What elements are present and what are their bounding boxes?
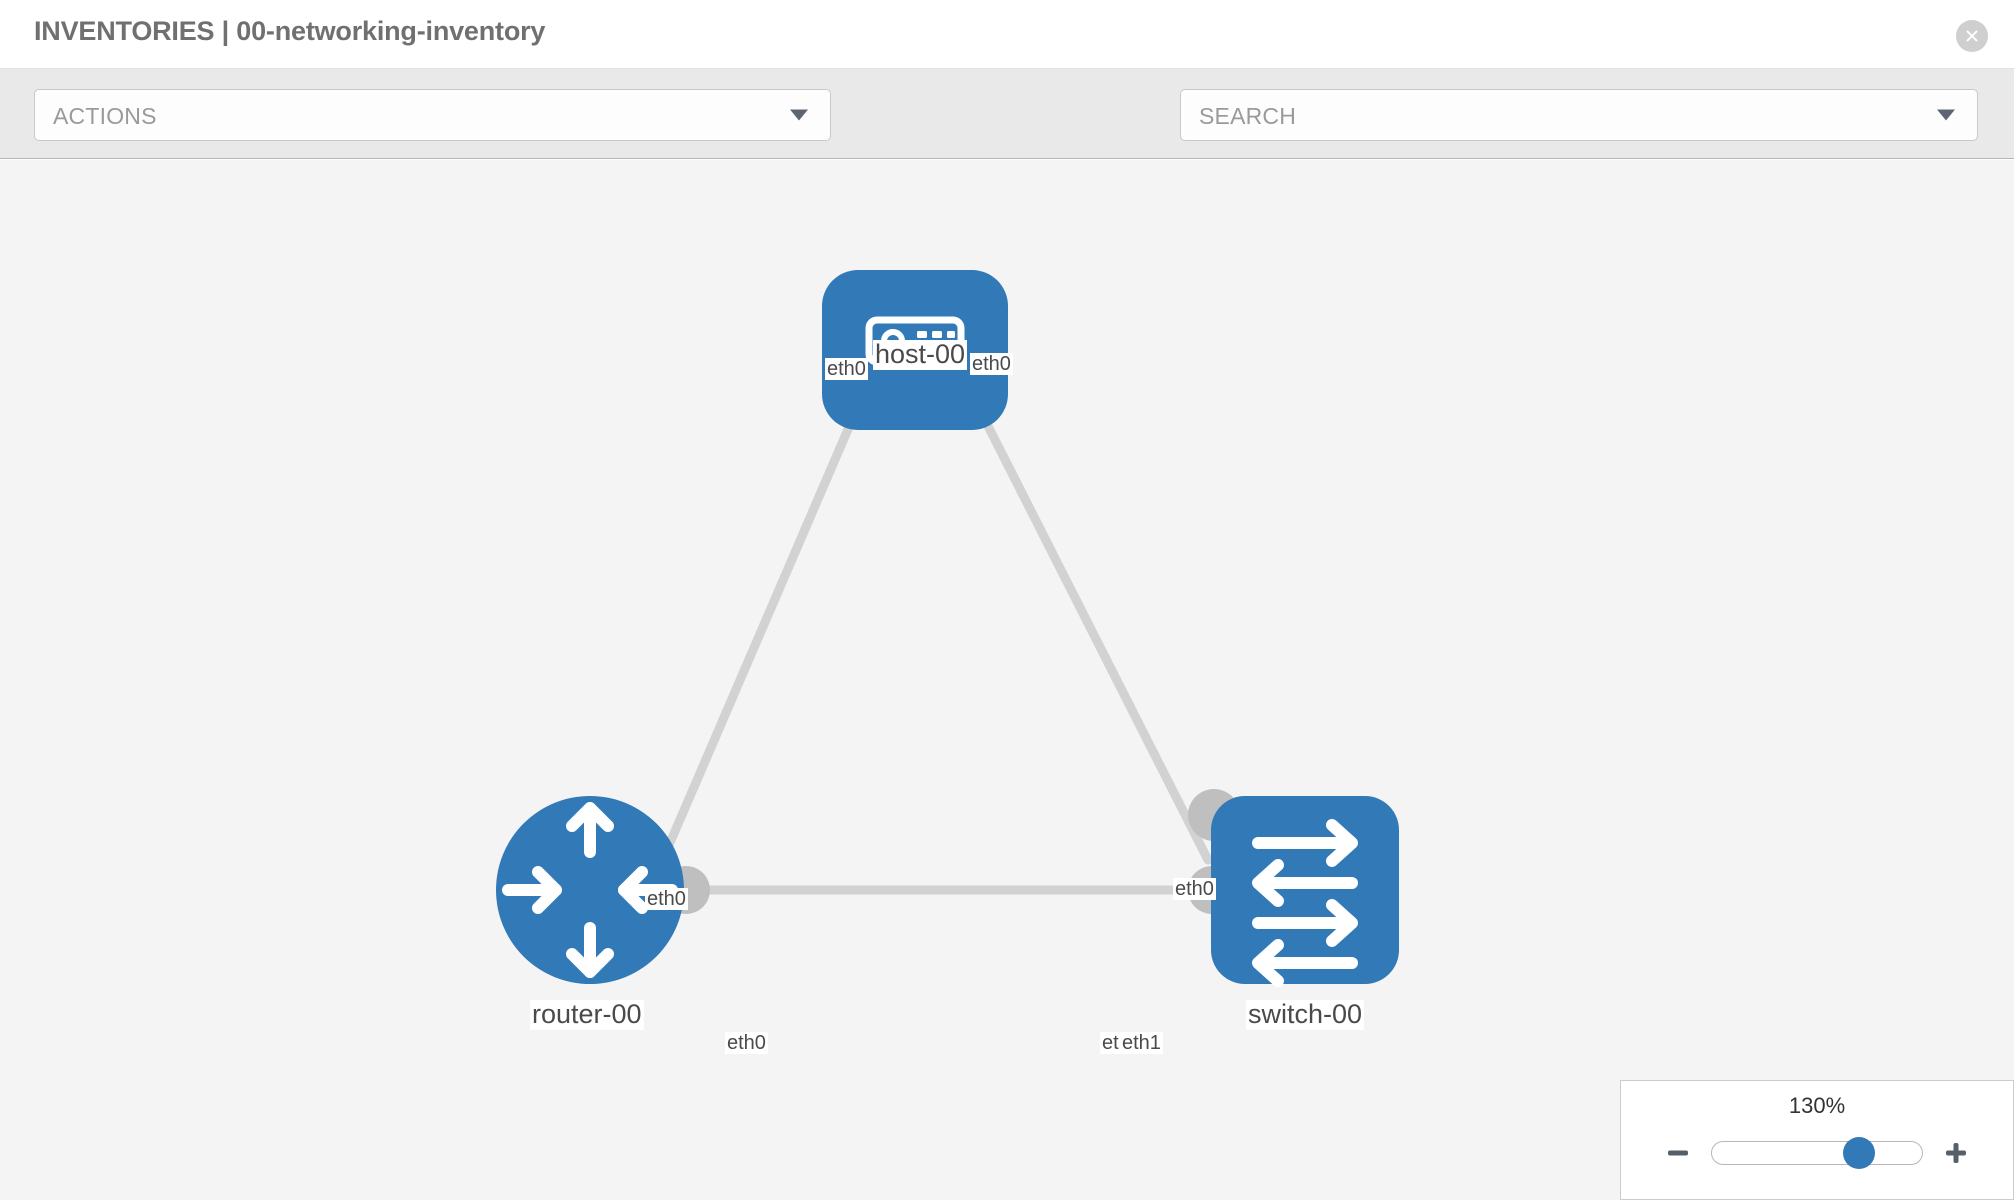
zoom-in-button[interactable] [1939,1136,1973,1170]
topology-canvas[interactable]: host-00 router-00 switch-00 eth0 eth0 et… [0,160,2014,1200]
node-router-00-shape[interactable] [496,796,684,984]
page-title: INVENTORIES | 00-networking-inventory [34,16,546,46]
chevron-down-icon[interactable] [1937,109,1955,121]
iface-label-router00-eth0: eth0 [725,1032,768,1054]
node-label-router-00: router-00 [530,999,644,1030]
search-input[interactable]: SEARCH [1180,89,1978,141]
toolbar: ACTIONS SEARCH [0,69,2014,192]
search-placeholder: SEARCH [1199,103,1297,129]
chevron-down-icon [790,109,808,121]
iface-label-host00-eth0-right: eth0 [970,353,1013,375]
node-switch-00-shape[interactable] [1211,796,1399,984]
topology-graph [496,270,1399,987]
node-switch-00[interactable] [1211,796,1399,987]
zoom-slider-track[interactable] [1711,1137,1923,1169]
actions-dropdown[interactable]: ACTIONS [34,89,831,141]
zoom-level-value: 130% [1788,1093,1846,1118]
switch-arrows-icon [1252,819,1358,987]
link-host00-router00[interactable] [655,350,885,871]
link-host00-switch00[interactable] [947,350,1213,865]
iface-label-router00-eth0-uplink: eth0 [645,888,688,910]
node-label-host-00: host-00 [873,339,968,370]
close-icon [1962,26,1982,46]
minus-icon [1668,1150,1688,1156]
iface-label-switch00-eth1: eth1 [1120,1032,1163,1054]
zoom-slider-thumb[interactable] [1843,1137,1875,1169]
link-group [655,350,1217,895]
iface-label-switch00-eth0-uplink: eth0 [1173,878,1216,900]
actions-dropdown-label: ACTIONS [53,103,157,129]
zoom-slider-row [1621,1133,2013,1173]
zoom-out-button[interactable] [1661,1136,1695,1170]
zoom-control-panel: 130% [1620,1080,2014,1200]
page-header: INVENTORIES | 00-networking-inventory [0,0,2014,69]
plus-icon [1946,1143,1966,1163]
close-button[interactable] [1956,20,1988,52]
iface-label-host00-eth0-left: eth0 [825,358,868,380]
node-label-switch-00: switch-00 [1246,999,1365,1030]
